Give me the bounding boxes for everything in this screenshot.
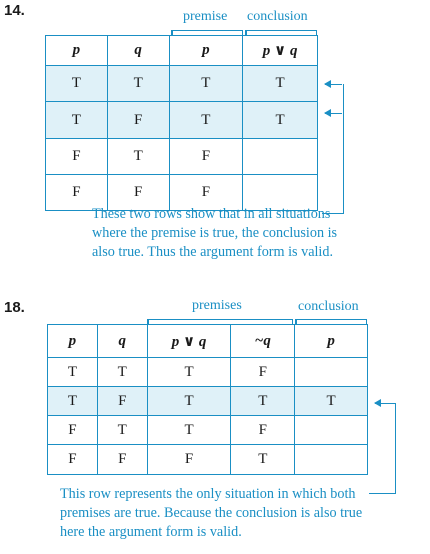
table-cell: T	[242, 65, 318, 102]
table-cell: F	[47, 415, 98, 445]
premise-label: premise	[183, 9, 228, 24]
header-row: p q p p ∨ q	[45, 35, 318, 66]
table-cell: T	[294, 386, 368, 416]
table-cell: T	[96, 357, 148, 387]
table-cell: T	[168, 65, 244, 102]
table-cell: F	[106, 174, 170, 211]
table-cell: F	[168, 138, 244, 175]
header-cell: q	[106, 35, 170, 66]
premise-brace	[171, 30, 243, 35]
table-cell: T	[146, 386, 232, 416]
table-cell	[242, 174, 318, 211]
header-cell: p	[294, 324, 368, 358]
table-row: T T T F	[47, 357, 368, 387]
table-cell: T	[168, 101, 244, 139]
table-cell: T	[230, 444, 296, 475]
conclusion-brace	[295, 319, 367, 324]
conclusion-brace	[245, 30, 317, 35]
bracket-line	[369, 493, 395, 494]
table-cell: F	[96, 386, 148, 416]
table-row: F T T F	[47, 415, 368, 445]
table-cell: F	[146, 444, 232, 475]
table-cell: F	[168, 174, 244, 211]
table-cell: T	[45, 101, 108, 139]
table-cell: T	[106, 65, 170, 102]
explanation-note-14: These two rows show that in all situatio…	[92, 206, 338, 260]
table-cell: F	[47, 444, 98, 475]
table-row: T F T T T	[47, 386, 368, 416]
row-arrow-icon	[324, 78, 342, 90]
problem-number-14: 14.	[4, 2, 25, 19]
truth-table-14: p q p p ∨ q T T T T T F T T F T F F F F	[45, 35, 318, 211]
table-cell: F	[230, 357, 296, 387]
table-cell: F	[106, 101, 170, 139]
row-arrow-icon	[374, 397, 395, 409]
conclusion-label: conclusion	[247, 9, 308, 24]
table-cell: T	[230, 386, 296, 416]
table-cell: F	[96, 444, 148, 475]
header-cell: p	[168, 35, 244, 66]
header-cell: q	[96, 324, 148, 358]
table-cell: F	[45, 174, 108, 211]
bracket-line	[322, 213, 343, 214]
table-cell: F	[45, 138, 108, 175]
table-cell: T	[47, 357, 98, 387]
table-row: F F F	[45, 174, 318, 211]
table-row: F F F T	[47, 444, 368, 475]
table-cell: T	[96, 415, 148, 445]
truth-table-18: p q p ∨ q ~q p T T T F T F T T T F T T F…	[47, 324, 368, 475]
conclusion-label: conclusion	[298, 299, 359, 314]
table-cell: T	[47, 386, 98, 416]
explanation-note-18: This row represents the only situation i…	[60, 486, 363, 540]
table-cell	[242, 138, 318, 175]
premises-label: premises	[192, 298, 242, 313]
bracket-line	[377, 403, 396, 494]
header-cell: p	[47, 324, 98, 358]
header-cell: p	[45, 35, 108, 66]
premises-brace	[147, 319, 293, 324]
problem-number-18: 18.	[4, 299, 25, 316]
table-cell: T	[146, 357, 232, 387]
table-row: T T T T	[45, 65, 318, 102]
table-row: T F T T	[45, 101, 318, 139]
table-cell: T	[146, 415, 232, 445]
table-row: F T F	[45, 138, 318, 175]
table-cell	[294, 444, 368, 475]
table-cell: T	[242, 101, 318, 139]
table-cell: T	[45, 65, 108, 102]
table-cell	[294, 357, 368, 387]
header-row: p q p ∨ q ~q p	[47, 324, 368, 358]
header-cell: p ∨ q	[146, 324, 232, 358]
table-cell	[294, 415, 368, 445]
row-arrow-icon	[324, 107, 342, 119]
header-cell: p ∨ q	[242, 35, 318, 66]
bracket-line	[326, 84, 344, 214]
table-cell: T	[106, 138, 170, 175]
header-cell: ~q	[230, 324, 296, 358]
table-cell: F	[230, 415, 296, 445]
